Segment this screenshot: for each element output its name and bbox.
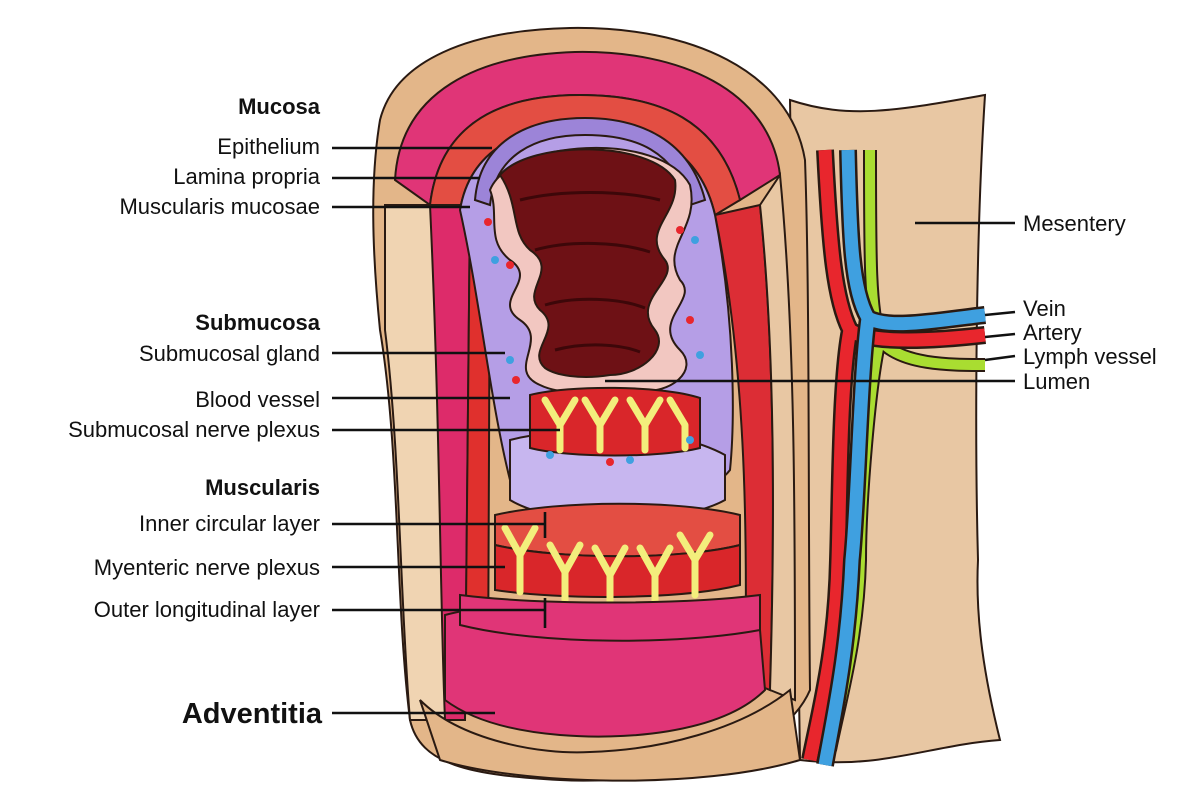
vessel-dot (686, 316, 694, 324)
heading-muscularis: Muscularis (205, 475, 320, 500)
outer-longitudinal-band (460, 595, 760, 641)
vessel-dot (686, 436, 694, 444)
label-artery: Artery (1023, 320, 1082, 345)
vessel-dot (696, 351, 704, 359)
heading-mucosa: Mucosa (238, 94, 321, 119)
vessel-dot (491, 256, 499, 264)
vessel-dot (546, 451, 554, 459)
label-adventitia: Adventitia (182, 698, 323, 730)
vessel-dot (626, 456, 634, 464)
label-muscularis-mucosae: Muscularis mucosae (119, 194, 320, 219)
vessel-dot (512, 376, 520, 384)
vessel-dot (484, 218, 492, 226)
label-myenteric-nerve-plexus: Myenteric nerve plexus (94, 555, 320, 580)
leader-lymph (985, 356, 1015, 360)
label-epithelium: Epithelium (217, 134, 320, 159)
label-blood-vessel: Blood vessel (195, 387, 320, 412)
vessel-dot (606, 458, 614, 466)
label-submucosal-nerve-plexus: Submucosal nerve plexus (68, 417, 320, 442)
heading-submucosa: Submucosa (195, 310, 320, 335)
label-vein: Vein (1023, 296, 1066, 321)
label-outer-longitudinal-layer: Outer longitudinal layer (94, 597, 320, 622)
vessel-dot (676, 226, 684, 234)
vessel-dot (506, 356, 514, 364)
left-labels: Mucosa Epithelium Lamina propria Muscula… (68, 94, 323, 730)
vessel-dot (506, 261, 514, 269)
label-lymph-vessel: Lymph vessel (1023, 344, 1157, 369)
vessel-dot (691, 236, 699, 244)
label-lamina-propria: Lamina propria (173, 164, 321, 189)
label-inner-circular-layer: Inner circular layer (139, 511, 320, 536)
leader-artery (985, 334, 1015, 337)
label-mesentery: Mesentery (1023, 211, 1126, 236)
label-lumen: Lumen (1023, 369, 1090, 394)
leader-vein (985, 312, 1015, 315)
right-labels: Mesentery Vein Artery Lymph vessel Lumen (1023, 211, 1157, 394)
label-submucosal-gland: Submucosal gland (139, 341, 320, 366)
